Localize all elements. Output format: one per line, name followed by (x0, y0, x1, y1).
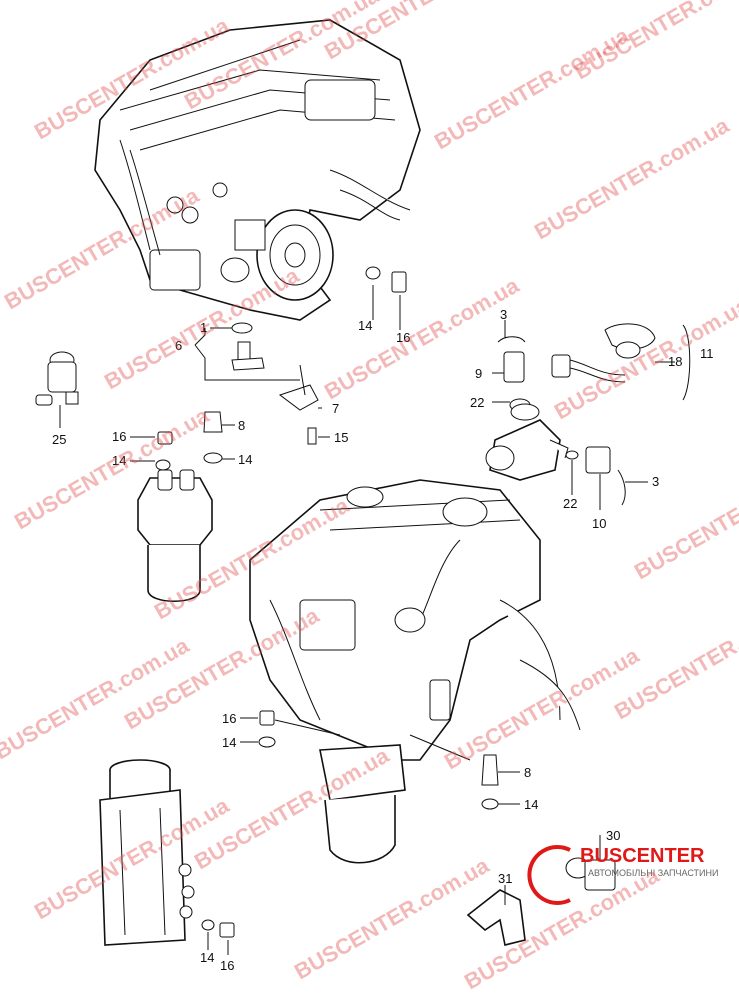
harness-18 (551, 323, 691, 401)
callout-22: 22 (470, 395, 484, 410)
callout-16: 16 (112, 429, 126, 444)
callout-16: 16 (222, 711, 236, 726)
callout-14: 14 (238, 452, 252, 467)
callout-14: 14 (112, 453, 126, 468)
callout-3: 3 (652, 474, 659, 489)
callout-30: 30 (606, 828, 620, 843)
bracket-31 (466, 885, 526, 946)
connector-25 (35, 351, 79, 428)
callout-14: 14 (222, 735, 236, 750)
logo-arc-icon (527, 845, 571, 905)
callout-9: 9 (475, 366, 482, 381)
watermark-text: BUSCENTER.com.ua (460, 862, 664, 994)
logo-tagline: АВТОМОБІЛЬНІ ЗАПЧАСТИНИ (588, 868, 718, 878)
callout-14: 14 (200, 950, 214, 965)
fuel-filter-left (130, 411, 235, 603)
callout-8: 8 (524, 765, 531, 780)
callout-10: 10 (592, 516, 606, 531)
sensor-8-lower (409, 734, 520, 810)
callout-22: 22 (563, 496, 577, 511)
buscenter-logo: BUSCENTER АВТОМОБІЛЬНІ ЗАПЧАСТИНИ (527, 845, 718, 905)
callout-14: 14 (524, 797, 538, 812)
coolant-flange (485, 320, 648, 510)
callout-14: 14 (358, 318, 372, 333)
watermark-text: BUSCENTER.com.ua (430, 22, 634, 154)
callout-16: 16 (220, 958, 234, 973)
logo-name: BUSCENTER (580, 845, 705, 867)
sensor-30 (565, 835, 616, 891)
callout-7: 7 (332, 401, 339, 416)
callout-25: 25 (52, 432, 66, 447)
bolt-16-upper (365, 266, 407, 330)
callout-3: 3 (500, 307, 507, 322)
callout-18: 18 (668, 354, 682, 369)
watermark-text: BUSCENTER.com.ua (290, 852, 494, 984)
lower-engine-drawing (249, 479, 581, 864)
callout-15: 15 (334, 430, 348, 445)
callout-6: 6 (175, 338, 182, 353)
watermark-text: BUSCENTER.com.ua (630, 452, 739, 584)
sensor-6-group (194, 322, 330, 445)
callout-8: 8 (238, 418, 245, 433)
callout-16: 16 (396, 330, 410, 345)
watermark-text: BUSCENTER.com.ua (320, 272, 524, 404)
callout-11: 11 (700, 346, 714, 361)
plug-16-lower (240, 710, 341, 748)
watermark-text: BUSCENTER.com.ua (530, 112, 734, 244)
callout-31: 31 (498, 871, 512, 886)
filter-housing-bottom (99, 759, 235, 955)
callout-1: 1 (200, 320, 207, 335)
upper-engine-drawing (94, 19, 421, 321)
